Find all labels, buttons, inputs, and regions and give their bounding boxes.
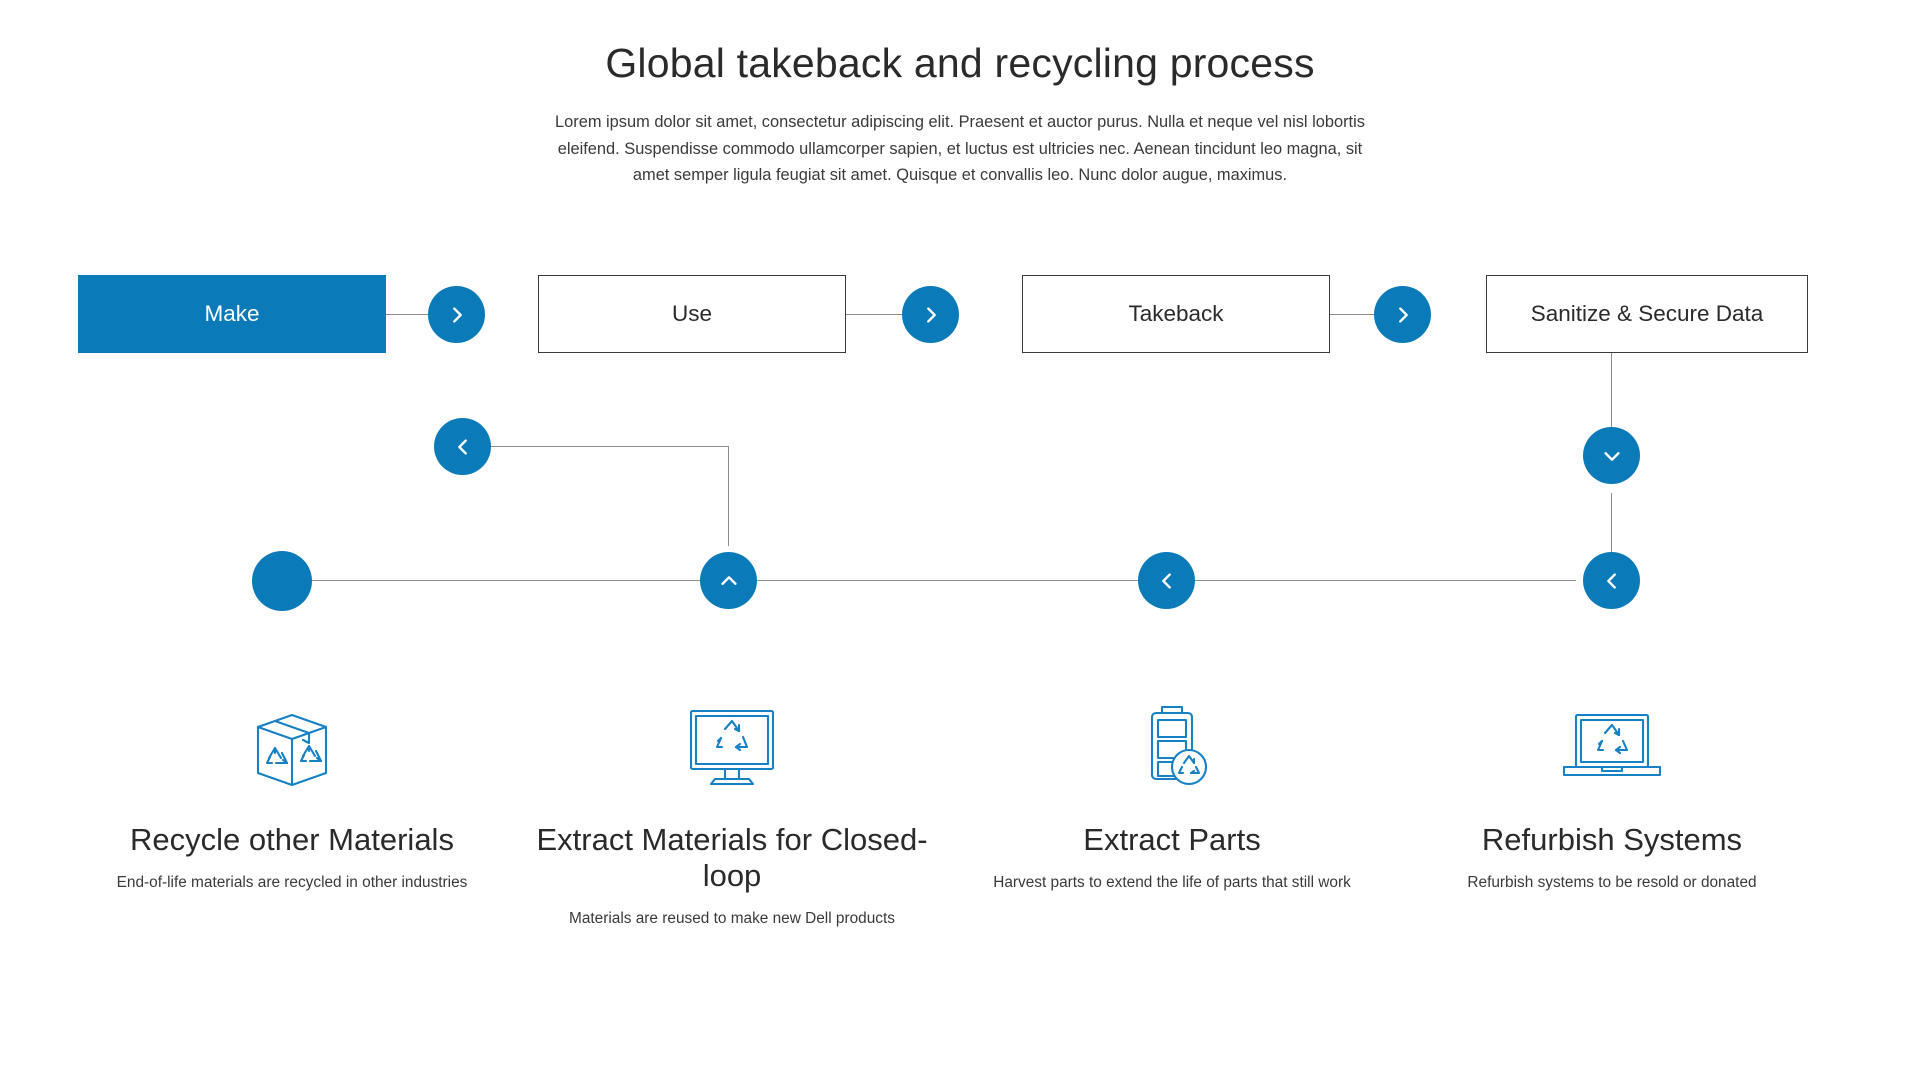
card-title: Extract Materials for Closed-loop: [536, 822, 928, 893]
process-step-label: Sanitize & Secure Data: [1530, 301, 1764, 326]
page-title: Global takeback and recycling process: [605, 40, 1315, 86]
card-description: End-of-life materials are recycled in ot…: [116, 873, 468, 891]
chevron-right-icon[interactable]: [902, 286, 959, 343]
card-title: Refurbish Systems: [1481, 822, 1743, 857]
card-recycle-other-materials[interactable]: Recycle other Materials End-of-life mate…: [72, 690, 512, 894]
connector-line-return-rail-right: [1176, 580, 1576, 581]
recycle-laptop-icon: [1392, 690, 1832, 800]
connector-line-riser: [728, 446, 729, 546]
connector-line-sanitize-down-lower: [1611, 493, 1612, 580]
chevron-down-icon[interactable]: [1583, 427, 1640, 484]
outcome-cards: Recycle other Materials End-of-life mate…: [0, 690, 1920, 990]
connector-line-return-rail-mid: [746, 580, 1138, 581]
card-title: Extract Parts: [1083, 822, 1261, 857]
header: Global takeback and recycling process Lo…: [0, 40, 1920, 189]
connector-line-sanitize-down-upper: [1611, 353, 1612, 443]
process-step-label: Make: [204, 301, 260, 326]
card-extract-parts[interactable]: Extract Parts Harvest parts to extend th…: [952, 690, 1392, 894]
card-refurbish-systems[interactable]: Refurbish Systems Refurbish systems to b…: [1392, 690, 1832, 894]
recycle-battery-icon: [952, 690, 1392, 800]
card-description: Materials are reused to make new Dell pr…: [569, 909, 895, 927]
chevron-up-icon[interactable]: [700, 552, 757, 609]
connector-line-return-rail-left: [287, 580, 711, 581]
chevron-left-icon[interactable]: [1138, 552, 1195, 609]
chevron-left-icon[interactable]: [1583, 552, 1640, 609]
process-step-use[interactable]: Use: [538, 275, 846, 353]
recycle-box-icon: [72, 690, 512, 800]
page-subtitle: Lorem ipsum dolor sit amet, consectetur …: [555, 113, 1365, 185]
process-step-label: Takeback: [1128, 301, 1224, 326]
card-description: Refurbish systems to be resold or donate…: [1467, 873, 1757, 891]
chevron-right-icon[interactable]: [1374, 286, 1431, 343]
card-title: Recycle other Materials: [130, 822, 454, 857]
card-description: Harvest parts to extend the life of part…: [993, 873, 1351, 891]
process-step-make[interactable]: Make: [78, 275, 386, 353]
chevron-left-icon[interactable]: [434, 418, 491, 475]
process-step-takeback[interactable]: Takeback: [1022, 275, 1330, 353]
solid-circle-icon: [252, 551, 312, 611]
connector-line-use-takeback: [846, 314, 924, 315]
process-step-sanitize-secure-data[interactable]: Sanitize & Secure Data: [1486, 275, 1808, 353]
chevron-right-icon[interactable]: [428, 286, 485, 343]
card-extract-materials-closed-loop[interactable]: Extract Materials for Closed-loop Materi…: [512, 690, 952, 930]
process-step-label: Use: [671, 301, 712, 326]
recycle-monitor-icon: [512, 690, 952, 800]
connector-line-make-use: [386, 314, 464, 315]
connector-line-takeback-sanitize: [1330, 314, 1408, 315]
connector-line-return-upper: [464, 446, 729, 447]
